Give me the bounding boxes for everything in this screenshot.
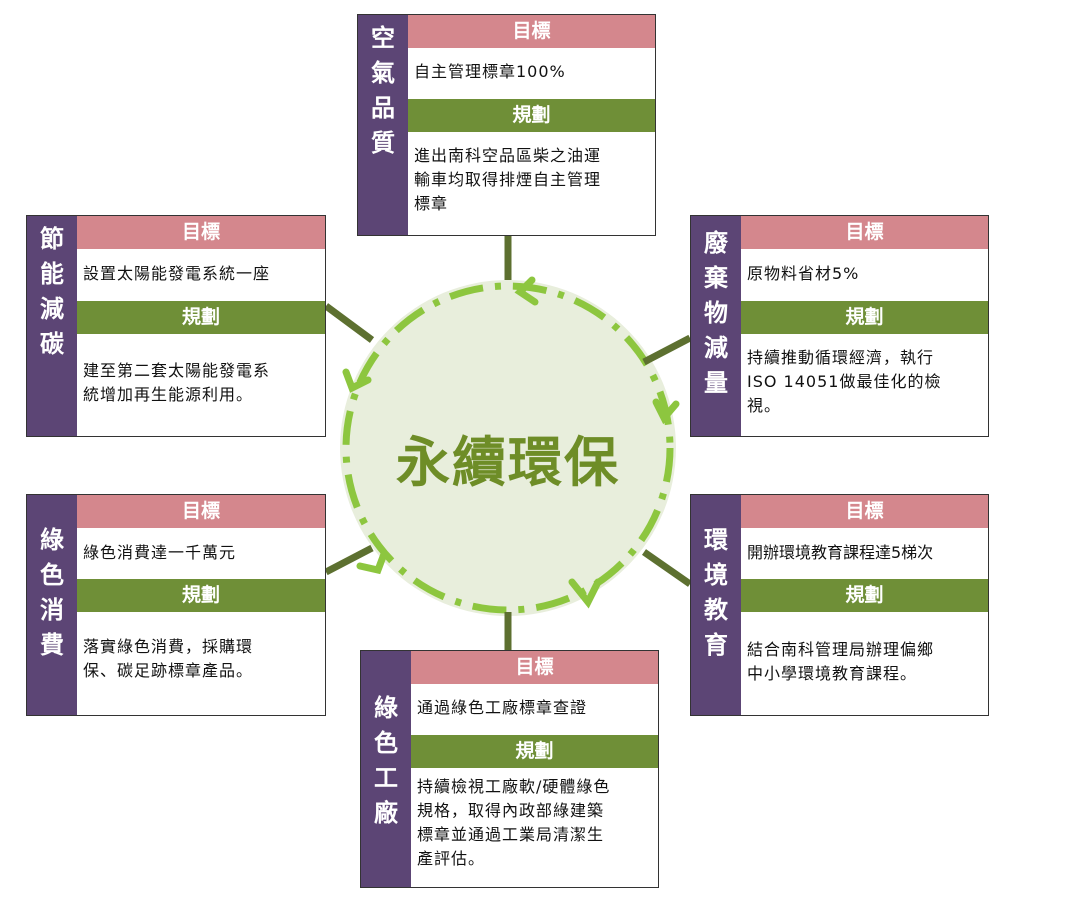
card-side-label: 綠色工廠 bbox=[361, 651, 411, 887]
plan-text: 持續檢視工廠軟/硬體綠色規格，取得內政部綠建築標章並通過工業局清潔生產評估。 bbox=[417, 777, 611, 868]
card-green-consumption: 綠色消費 目標 綠色消費達一千萬元 規劃 落實綠色消費，採購環保、碳足跡標章產品… bbox=[26, 494, 326, 716]
plan-header: 規劃 bbox=[77, 579, 325, 612]
arrow-right bbox=[652, 398, 680, 425]
plan-text: 建至第二套太陽能發電系統增加再生能源利用。 bbox=[83, 361, 271, 404]
card-air-quality: 空氣品質 目標 自主管理標章100% 規劃 進出南科空品區柴之油運輸車均取得排煙… bbox=[357, 14, 656, 236]
arrow-bottom-right bbox=[568, 578, 602, 609]
connectors bbox=[323, 236, 692, 650]
center-circle bbox=[340, 280, 676, 616]
card-green-factory: 綠色工廠 目標 通過綠色工廠標章查證 規劃 持續檢視工廠軟/硬體綠色規格，取得內… bbox=[360, 650, 659, 888]
card-side-label: 節能減碳 bbox=[27, 216, 77, 436]
center-title: 永續環保 bbox=[396, 431, 620, 494]
card-side-label: 綠色消費 bbox=[27, 495, 77, 715]
connector-edu bbox=[642, 549, 692, 587]
plan-text: 結合南科管理局辦理偏鄉中小學環境教育課程。 bbox=[747, 640, 935, 683]
card-environmental-education: 環境教育 目標 開辦環境教育課程達5梯次 規劃 結合南科管理局辦理偏鄉中小學環境… bbox=[690, 494, 989, 716]
goal-text: 原物料省材5% bbox=[747, 264, 860, 283]
goal-header: 目標 bbox=[408, 15, 655, 48]
goal-header: 目標 bbox=[411, 651, 658, 684]
goal-header: 目標 bbox=[741, 495, 988, 528]
card-side-label: 環境教育 bbox=[691, 495, 741, 715]
plan-header: 規劃 bbox=[411, 735, 658, 768]
arrow-top bbox=[514, 276, 539, 306]
goal-text: 開辦環境教育課程達5梯次 bbox=[747, 543, 934, 562]
goal-text: 設置太陽能發電系統一座 bbox=[83, 264, 271, 283]
goal-text: 綠色消費達一千萬元 bbox=[83, 543, 237, 562]
card-energy-saving: 節能減碳 目標 設置太陽能發電系統一座 規劃 建至第二套太陽能發電系統增加再生能… bbox=[26, 215, 326, 437]
plan-text: 進出南科空品區柴之油運輸車均取得排煙自主管理標章 bbox=[414, 146, 602, 213]
plan-header: 規劃 bbox=[741, 579, 988, 612]
goal-header: 目標 bbox=[741, 216, 988, 249]
plan-header: 規劃 bbox=[408, 99, 655, 132]
connector-energy bbox=[323, 303, 375, 343]
plan-header: 規劃 bbox=[77, 301, 325, 334]
plan-text: 落實綠色消費，採購環保、碳足跡標章產品。 bbox=[83, 637, 254, 680]
plan-header: 規劃 bbox=[741, 301, 988, 334]
goal-header: 目標 bbox=[77, 216, 325, 249]
cycle-arrows bbox=[342, 276, 680, 609]
cycle-dashed-ring bbox=[342, 282, 674, 614]
connector-waste bbox=[642, 334, 692, 366]
connector-consume bbox=[324, 544, 374, 576]
goal-text: 通過綠色工廠標章查證 bbox=[417, 698, 588, 717]
goal-text: 自主管理標章100% bbox=[414, 62, 566, 81]
arrow-bottom-left bbox=[356, 550, 388, 575]
card-side-label: 空氣品質 bbox=[358, 15, 408, 235]
arrow-left bbox=[342, 368, 372, 393]
card-side-label: 廢棄物減量 bbox=[691, 216, 741, 436]
goal-header: 目標 bbox=[77, 495, 325, 528]
